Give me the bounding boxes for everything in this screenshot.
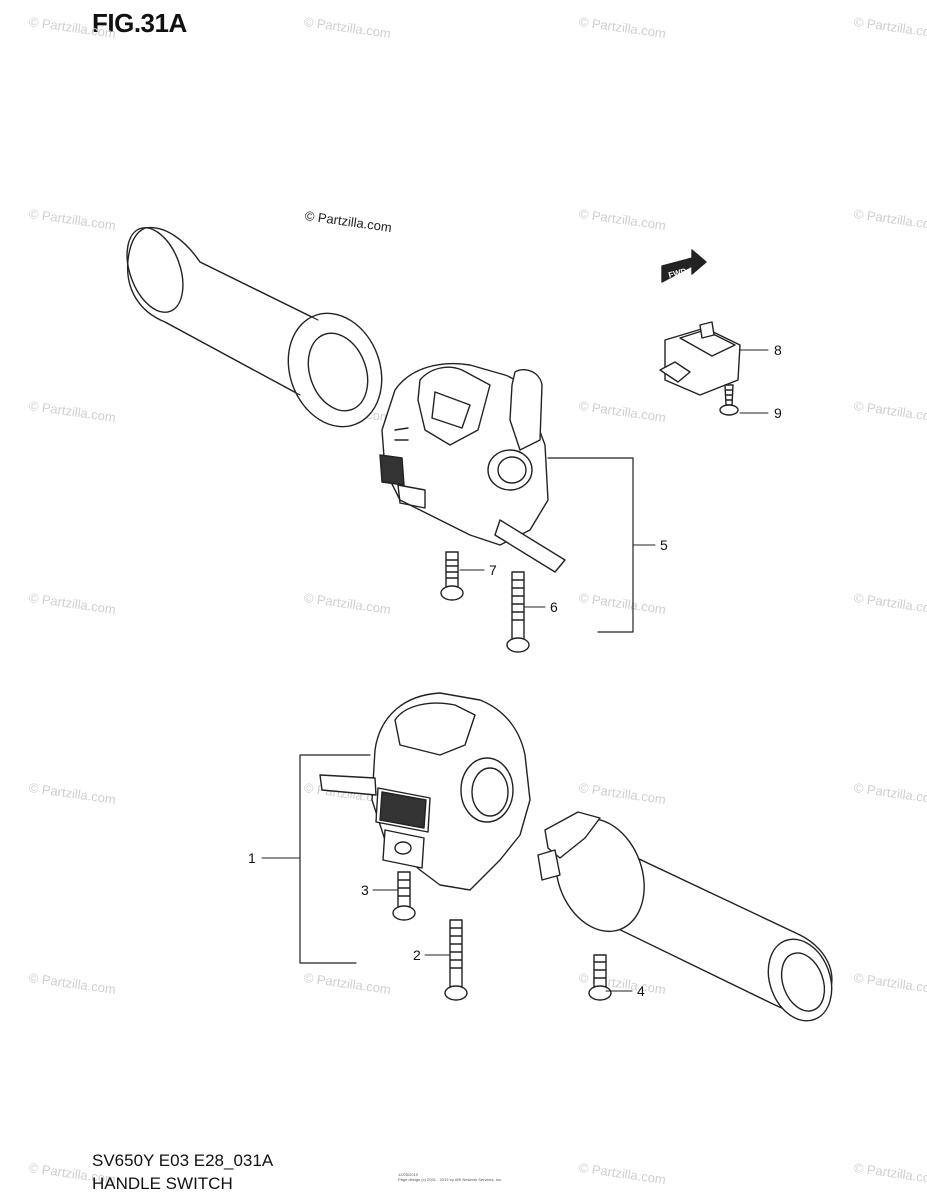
copyright-note: 12/05/2019 Page design (c) 2001 - 2019 b… (398, 1172, 502, 1182)
leader-lines (261, 349, 769, 992)
copyright-text: Page design (c) 2001 - 2019 by ARI Netwo… (398, 1177, 503, 1182)
callout-4: 4 (637, 983, 645, 999)
callout-2: 2 (413, 947, 421, 963)
callout-7: 7 (489, 562, 497, 578)
screw-7 (440, 551, 464, 601)
callout-3: 3 (361, 882, 369, 898)
section-name: HANDLE SWITCH (92, 1174, 233, 1193)
screw-6 (506, 571, 530, 653)
callout-9: 9 (774, 405, 782, 421)
model-code: SV650Y E03 E28_031A (92, 1151, 274, 1170)
bracket-1 (299, 754, 371, 964)
fwd-arrow-icon: FWD (661, 249, 707, 283)
screw-4 (588, 954, 612, 1001)
callout-5: 5 (660, 537, 668, 553)
callout-1: 1 (248, 850, 256, 866)
screw-2 (444, 919, 468, 1001)
screw-3 (392, 871, 416, 921)
callout-6: 6 (550, 599, 558, 615)
figure-title: FIG.31A (92, 8, 187, 38)
copyright-date: 12/05/2019 (398, 1172, 419, 1177)
screw-9 (719, 384, 739, 416)
callout-8: 8 (774, 342, 782, 358)
left-handle-switch (379, 362, 566, 573)
clutch-lever-switch (659, 321, 741, 396)
bracket-5 (547, 457, 634, 633)
left-grip (126, 226, 383, 428)
right-handle-switch (319, 692, 531, 891)
callout-numbers: 8 9 5 7 6 1 3 2 4 (248, 342, 782, 999)
throttle-grip (537, 811, 833, 1022)
